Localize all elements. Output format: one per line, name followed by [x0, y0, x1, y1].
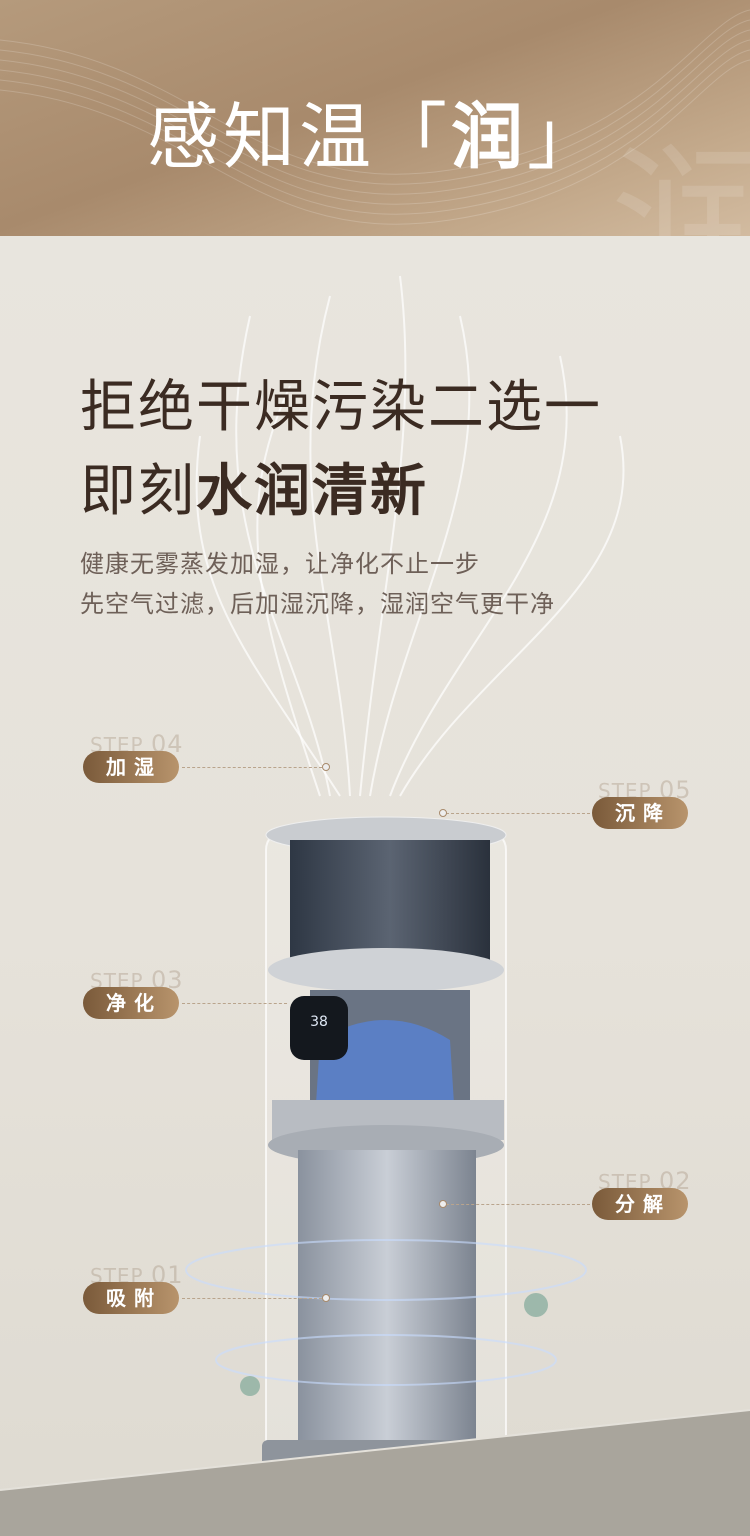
wave-lines-decoration [0, 9, 750, 225]
step-05-marker [439, 809, 447, 817]
subtitle-line2: 先空气过滤，后加湿沉降，湿润空气更干净 [80, 590, 555, 618]
step-01-connector [182, 1298, 322, 1299]
control-display[interactable]: 38 [290, 996, 348, 1060]
purifier-device-illustration [185, 816, 587, 1471]
display-reading: 38 [310, 1014, 328, 1030]
step-01-label: 吸附 [83, 1282, 179, 1314]
step-02-connector [446, 1204, 590, 1205]
headline-line2: 即刻水润清新 [80, 459, 428, 524]
step-04-label: 加湿 [83, 751, 179, 783]
step-05-connector [446, 813, 590, 814]
page-title: 感知温「润」 [146, 95, 604, 179]
step-02-label: 分解 [592, 1188, 688, 1220]
step-05-label: 沉降 [592, 797, 688, 829]
airflow-decoration [195, 275, 625, 797]
step-02-marker [439, 1200, 447, 1208]
header-banner: 润 感知温「润」 [0, 0, 750, 236]
step-04-marker [322, 763, 330, 771]
headline-line1: 拒绝干燥污染二选一 [80, 375, 602, 440]
step-03-connector [182, 1003, 287, 1004]
step-04-connector [182, 767, 322, 768]
step-03-label: 净化 [83, 987, 179, 1019]
floor-surface [0, 1409, 750, 1536]
subtitle-line1: 健康无雾蒸发加湿，让净化不止一步 [80, 550, 480, 578]
watermark-character: 润 [609, 130, 750, 236]
step-01-marker [322, 1294, 330, 1302]
